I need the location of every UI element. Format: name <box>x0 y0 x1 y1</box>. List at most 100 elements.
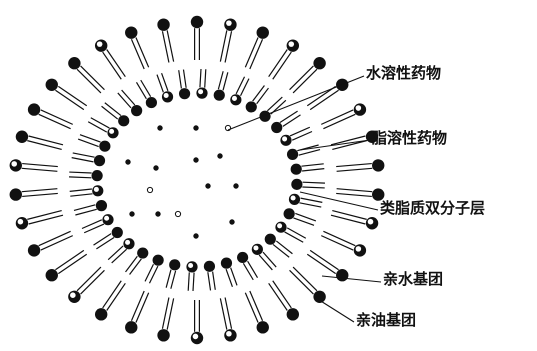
lipid-molecule <box>251 243 277 271</box>
hydrophilic-head <box>313 57 326 70</box>
lipophilic-tail <box>104 102 122 117</box>
head-highlight <box>290 195 296 201</box>
lipophilic-tail <box>76 266 102 292</box>
lipophilic-tail <box>28 214 64 225</box>
lipophilic-tail <box>284 231 304 243</box>
lipid-molecule <box>135 79 157 109</box>
lipid-molecule <box>45 249 88 282</box>
hydrophilic-head <box>27 103 41 116</box>
lipophilic-tail <box>117 92 132 109</box>
lipid-molecule <box>94 39 126 80</box>
lipophilic-tail <box>187 272 190 291</box>
lipophilic-tail <box>199 68 202 88</box>
lipophilic-tail <box>55 249 85 271</box>
lipophilic-tail <box>69 171 92 174</box>
hydrophilic-head <box>291 178 303 190</box>
label-hydrophilic-group: 亲水基团 <box>383 270 444 288</box>
water-soluble-drug-particle <box>217 153 223 159</box>
lipophilic-tail <box>178 70 182 89</box>
lipophilic-tail <box>249 290 264 322</box>
hydrophilic-head <box>256 26 269 39</box>
lipophilic-tail <box>38 230 71 247</box>
label-fat-soluble-drug: 脂溶性药物 <box>372 129 448 147</box>
lipophilic-tail <box>70 193 93 197</box>
lipophilic-tail <box>323 230 356 247</box>
hydrophilic-head <box>290 163 302 175</box>
lipophilic-tail <box>309 249 339 271</box>
head-highlight <box>17 218 24 225</box>
lipophilic-tail <box>204 69 207 88</box>
lipophilic-tail <box>161 297 170 329</box>
hydrophilic-head <box>45 78 58 91</box>
water-soluble-drug-particle <box>155 211 161 217</box>
lipophilic-tail <box>272 243 290 258</box>
lipid-molecule <box>27 230 73 257</box>
hydrophilic-head <box>169 259 181 271</box>
lipid-molecule <box>336 188 385 201</box>
head-highlight <box>192 333 199 340</box>
lipophilic-tail <box>135 82 147 100</box>
water-soluble-drug-particle <box>205 183 211 189</box>
head-highlight <box>231 95 237 101</box>
label-lipid-bilayer: 类脂质双分子层 <box>380 199 486 217</box>
lipophilic-tail <box>38 113 71 130</box>
lipid-molecule <box>203 260 216 291</box>
inner-lipid-layer <box>69 68 325 292</box>
head-highlight <box>226 20 232 26</box>
head-highlight <box>109 128 115 134</box>
hydrophilic-head <box>91 170 103 182</box>
hydrophilic-head <box>259 110 271 122</box>
lipophilic-tail <box>170 270 177 289</box>
lipid-molecule <box>125 26 150 70</box>
lipophilic-tail <box>219 298 228 330</box>
head-highlight <box>70 292 76 299</box>
lipophilic-tail <box>130 290 145 322</box>
hydrophilic-head <box>372 159 385 172</box>
lipophilic-tail <box>268 49 288 78</box>
lipophilic-tail <box>107 245 124 261</box>
lipid-molecule <box>157 18 175 63</box>
label-lipophilic-group: 亲油基团 <box>356 311 417 329</box>
lipophilic-tail <box>40 235 73 251</box>
lipophilic-tail <box>302 186 325 189</box>
lipophilic-tail <box>182 69 187 88</box>
lipid-molecule <box>93 226 123 250</box>
lipid-molecule <box>288 193 323 208</box>
hydrophilic-head <box>190 15 204 29</box>
lipophilic-tail <box>130 38 145 70</box>
head-highlight <box>198 89 204 95</box>
lipophilic-tail <box>129 258 142 275</box>
lipid-molecule <box>165 259 181 289</box>
lipophilic-tail <box>272 51 292 80</box>
lipophilic-tail <box>212 271 216 290</box>
lipid-molecule <box>237 251 259 281</box>
lipophilic-tail <box>148 265 159 284</box>
lipophilic-tail <box>27 209 62 220</box>
lipophilic-tail <box>289 269 314 295</box>
lipid-molecule <box>117 89 143 117</box>
lipophilic-tail <box>22 162 58 168</box>
lipophilic-tail <box>289 65 314 91</box>
lipophilic-tail <box>75 208 97 216</box>
lipophilic-tail <box>217 71 224 90</box>
lipid-molecule <box>264 233 293 258</box>
lipid-molecule <box>125 247 149 275</box>
hydrophilic-head <box>27 244 41 257</box>
lipophilic-tail <box>90 117 110 129</box>
lipid-molecule <box>157 297 175 342</box>
lipophilic-tail <box>135 37 150 68</box>
lipid-molecule <box>186 261 198 292</box>
lipid-molecule <box>81 214 114 234</box>
hydrophilic-head <box>372 188 385 201</box>
lipophilic-tail <box>125 255 138 273</box>
lipophilic-tail <box>21 188 58 193</box>
hydrophilic-head <box>99 140 111 152</box>
lipophilic-tail <box>244 292 259 323</box>
lipid-molecule <box>101 102 130 127</box>
hydrophilic-head <box>264 233 276 245</box>
lipid-molecule <box>125 290 150 334</box>
lipophilic-tail <box>21 167 58 172</box>
hydrophilic-head <box>68 57 81 70</box>
lipid-molecule <box>196 68 208 99</box>
